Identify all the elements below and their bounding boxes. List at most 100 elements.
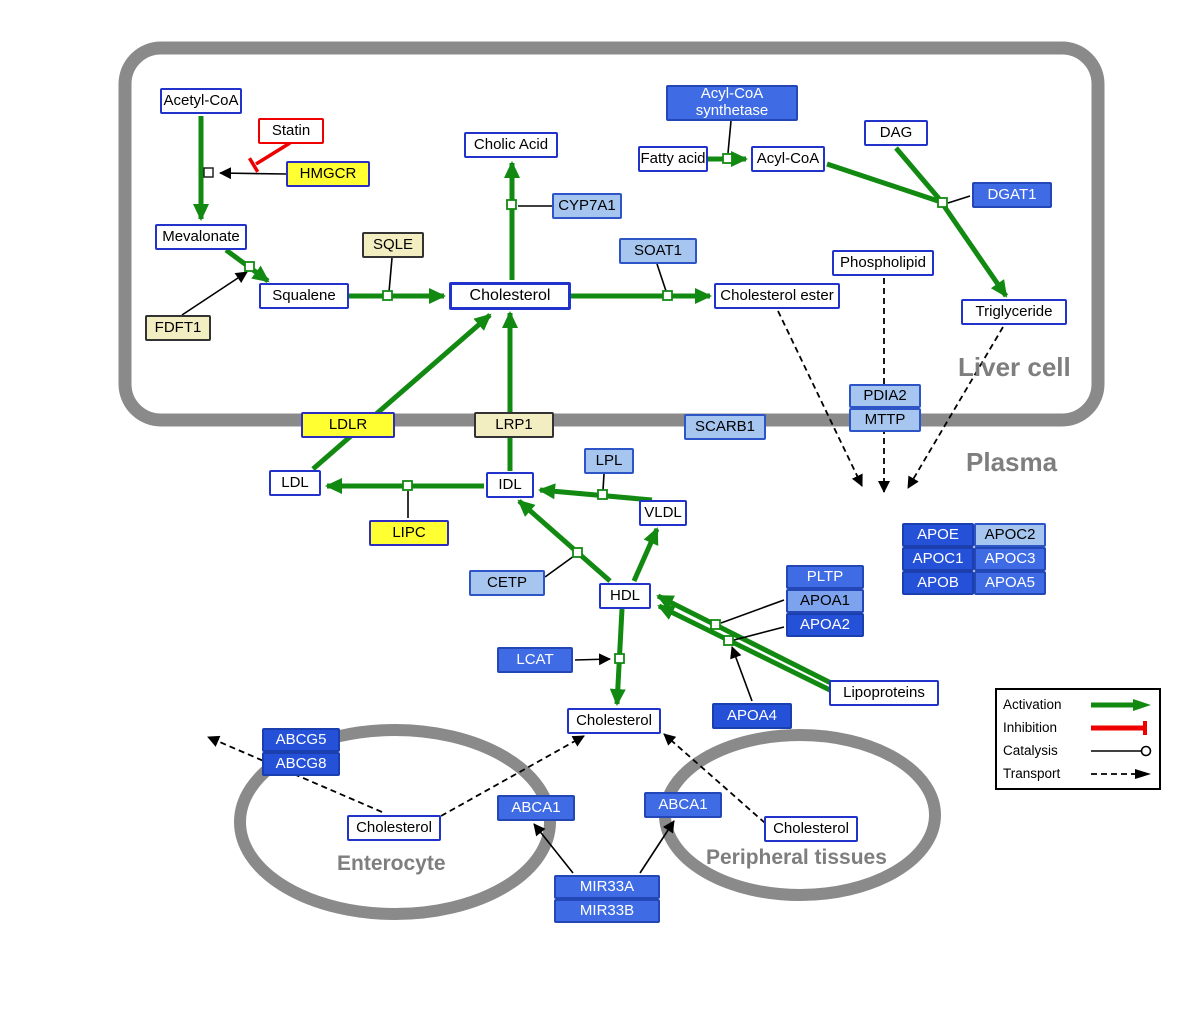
junction-sqle [382,290,393,301]
enterocyte-membrane [234,724,556,920]
legend-inhibition: Inhibition [1003,717,1153,739]
edge-ldl-ldlr-cholesterol [311,313,492,471]
junction-lipc [402,480,413,491]
junction-pltp [710,619,721,630]
edge-vldl-idl [538,483,653,503]
node-apob[interactable]: APOB [902,571,974,595]
node-idl[interactable]: IDL [486,472,534,498]
legend-catalysis: Catalysis [1003,740,1153,762]
edge-dgat1node-triglyceride [941,204,1009,298]
node-cetp[interactable]: CETP [469,570,545,596]
node-dag[interactable]: DAG [864,120,928,146]
catalysis-dgat1 [947,195,971,204]
catalysis-cetp [544,555,575,578]
junction-dgat1 [937,197,948,208]
catalysis-apoa4 [730,646,753,702]
node-phospholipid[interactable]: Phospholipid [832,250,934,276]
node-apoa2[interactable]: APOA2 [786,613,864,637]
junction-lcat [614,653,625,664]
catalysis-edges [181,120,971,874]
node-pltp[interactable]: PLTP [786,565,864,589]
junction-fdft1 [244,261,255,272]
catalysis-hmgcr [219,167,287,180]
node-abcg8[interactable]: ABCG8 [262,752,340,776]
node-apoe[interactable]: APOE [902,523,974,547]
edge-hdl-vldl [631,527,660,583]
junction-cyp7a1 [506,199,517,210]
junction-apoa2-apoa4 [723,635,734,646]
node-sqle[interactable]: SQLE [362,232,424,258]
node-ldl[interactable]: LDL [269,470,321,496]
node-scarb1[interactable]: SCARB1 [684,414,766,440]
node-abcg5[interactable]: ABCG5 [262,728,340,752]
catalysis-circle-icon [1091,745,1152,756]
node-lipc[interactable]: LIPC [369,520,449,546]
node-cholesterol-plasma[interactable]: Cholesterol [567,708,661,734]
catalysis-sqle [388,257,393,293]
node-apoa1[interactable]: APOA1 [786,589,864,613]
node-mir33b[interactable]: MIR33B [554,899,660,923]
node-apoc2[interactable]: APOC2 [974,523,1046,547]
catalysis-fdft1 [181,271,248,316]
node-apoa4[interactable]: APOA4 [712,703,792,729]
junction-lpl [597,489,608,500]
node-fatty-acid[interactable]: Fatty acid [638,146,708,172]
catalysis-pltp-apoa1 [720,599,785,624]
node-cholesterol-ester[interactable]: Cholesterol ester [714,283,840,309]
edge-hdl-idl [517,499,612,583]
node-cyp7a1[interactable]: CYP7A1 [552,193,622,219]
node-hmgcr[interactable]: HMGCR [286,161,370,187]
legend-activation-label: Activation [1003,697,1062,712]
node-apoc3[interactable]: APOC3 [974,547,1046,571]
node-apoc1[interactable]: APOC1 [902,547,974,571]
edge-lipoproteins-hdl-2 [657,603,840,697]
junction-soat1 [662,290,673,301]
compartment-membranes [118,41,1105,920]
node-acetyl-coa[interactable]: Acetyl-CoA [160,88,242,114]
node-lrp1[interactable]: LRP1 [474,412,554,438]
node-triglyceride[interactable]: Triglyceride [961,299,1067,325]
node-cholesterol-liver[interactable]: Cholesterol [449,282,571,310]
node-acyl-coa[interactable]: Acyl-CoA [751,146,825,172]
liver-cell-label: Liver cell [958,352,1071,382]
node-apoa5[interactable]: APOA5 [974,571,1046,595]
enterocyte-label: Enterocyte [337,852,446,875]
node-cholesterol-peripheral[interactable]: Cholesterol [764,816,858,842]
peripheral-tissues-label: Peripheral tissues [706,846,887,869]
node-lpl[interactable]: LPL [584,448,634,474]
node-abca1-peripheral[interactable]: ABCA1 [644,792,722,818]
edge-acylcoa-dgat1node [826,161,942,205]
inhibition-statin-tbar [248,157,260,173]
node-cholesterol-enterocyte[interactable]: Cholesterol [347,815,441,841]
node-mir33a[interactable]: MIR33A [554,875,660,899]
edge-lipoproteins-hdl-1 [656,593,833,686]
liver-cell-membrane [118,41,1105,427]
catalysis-lcat [574,653,611,666]
node-pdia2[interactable]: PDIA2 [849,384,921,408]
legend-transport: Transport [1003,763,1153,785]
node-ldlr[interactable]: LDLR [301,412,395,438]
legend-inhibition-label: Inhibition [1003,720,1058,735]
node-dgat1[interactable]: DGAT1 [972,182,1052,208]
node-mttp[interactable]: MTTP [849,408,921,432]
activation-arrow-icon [1091,698,1151,711]
node-acyl-coa-synthetase[interactable]: Acyl-CoA synthetase [666,85,798,121]
node-squalene[interactable]: Squalene [259,283,349,309]
transport-enterocyte-abca1-cholesterol [440,735,585,817]
node-hdl[interactable]: HDL [599,583,651,609]
catalysis-mir33a-abca1 [533,823,574,874]
node-soat1[interactable]: SOAT1 [619,238,697,264]
transport-triglyceride-plasma [907,326,1004,489]
node-cholic-acid[interactable]: Cholic Acid [464,132,558,158]
node-mevalonate[interactable]: Mevalonate [155,224,247,250]
node-vldl[interactable]: VLDL [639,500,687,526]
node-statin[interactable]: Statin [258,118,324,144]
node-fdft1[interactable]: FDFT1 [145,315,211,341]
node-lcat[interactable]: LCAT [497,647,573,673]
node-abca1-enterocyte[interactable]: ABCA1 [497,795,575,821]
node-lipoproteins[interactable]: Lipoproteins [829,680,939,706]
junction-hmgcr [203,167,214,178]
inhibition-tbar-icon [1091,720,1147,735]
